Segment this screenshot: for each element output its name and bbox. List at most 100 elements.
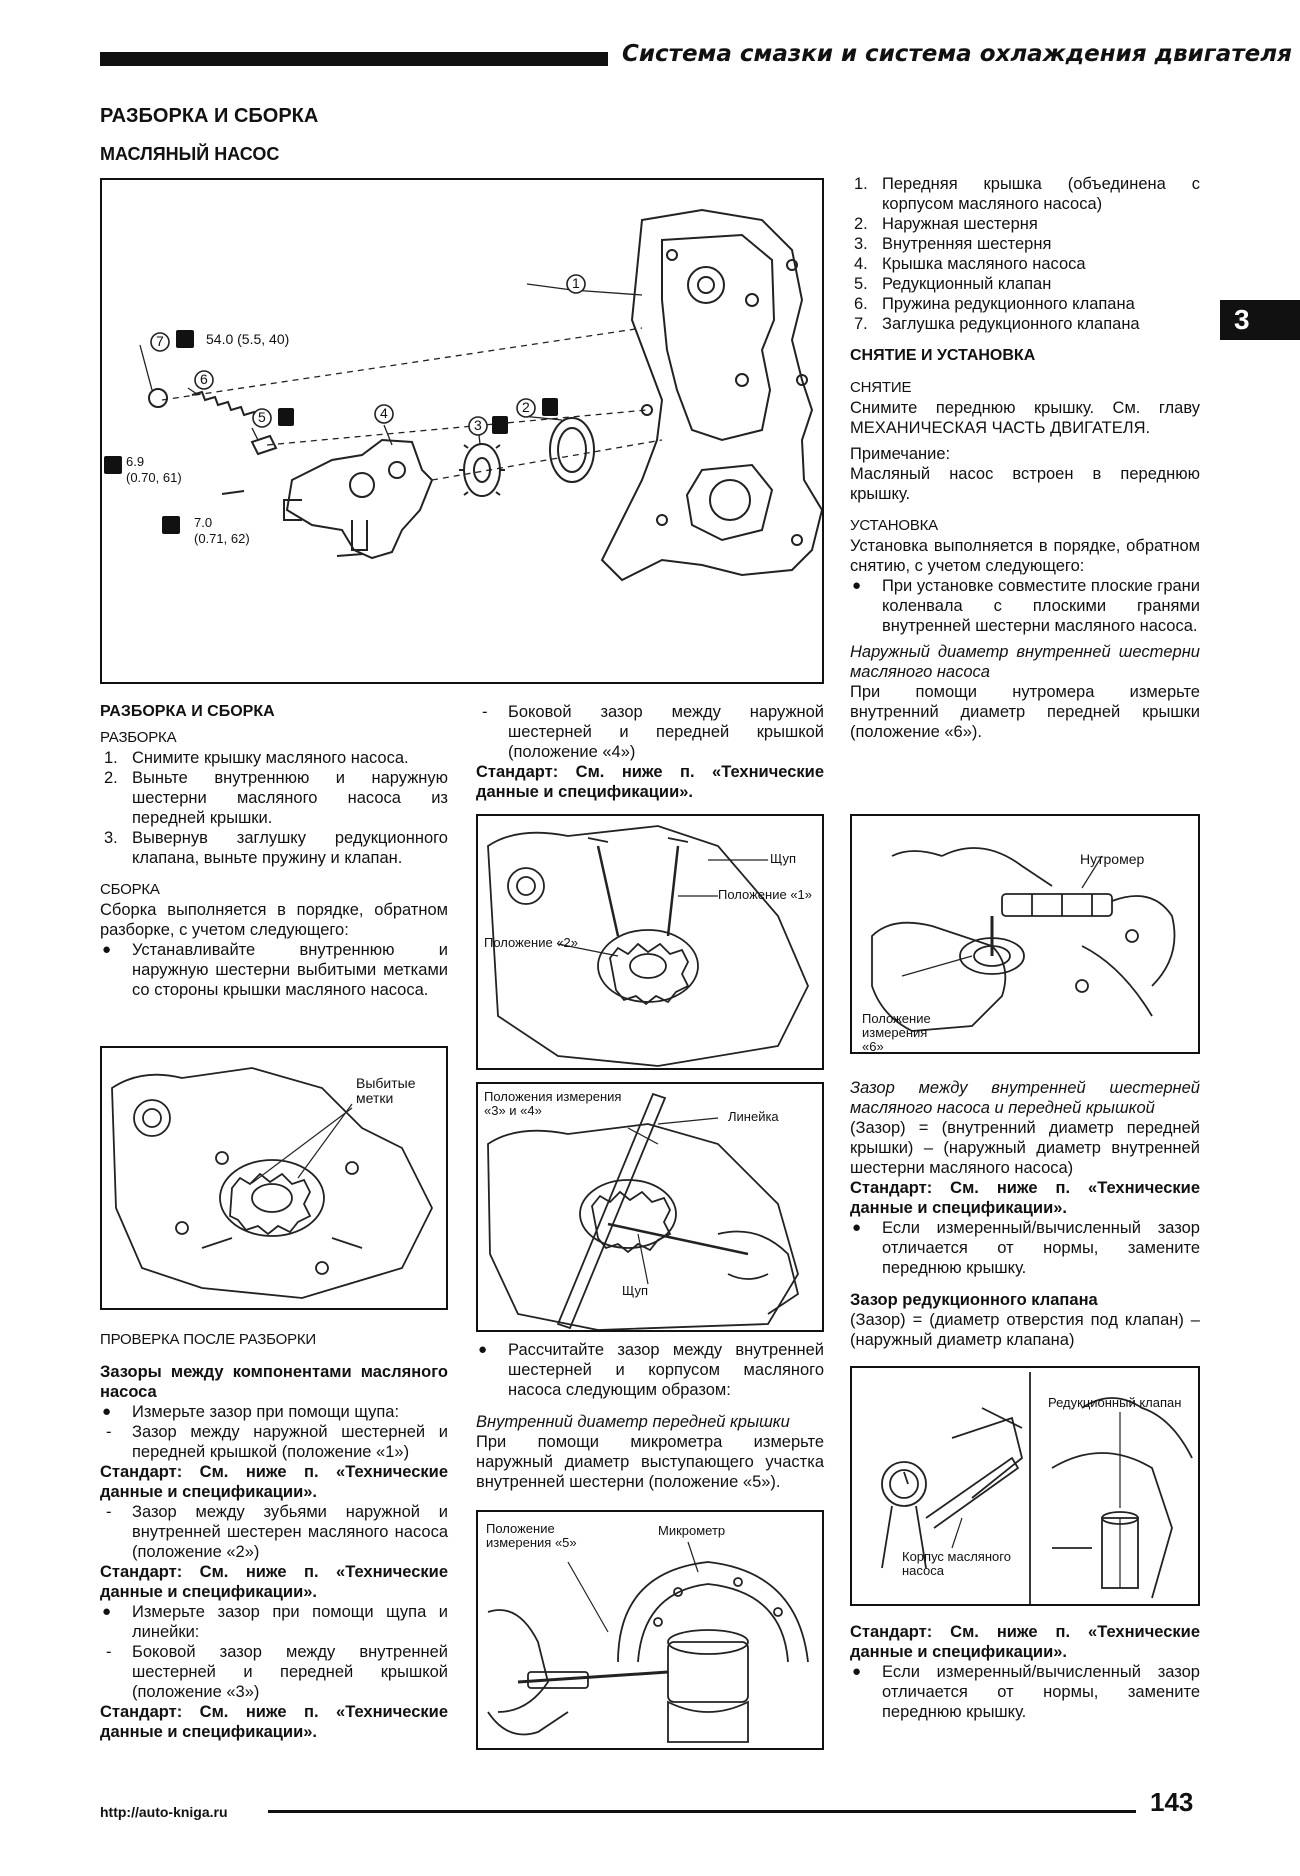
list-item: 1.Снимите крышку масляного насоса. — [104, 749, 409, 767]
bullet-calc: Рассчитайте зазор между внутренней шесте… — [476, 1340, 824, 1400]
label-relief-valve: Редукционный клапан — [1048, 1395, 1182, 1410]
torque-value-a-2: (0.70, 61) — [126, 470, 182, 485]
label-pump-body: Корпус масляного насоса — [902, 1549, 1011, 1578]
standard-ref: Стандарт: См. ниже п. «Технические данны… — [100, 1563, 448, 1601]
note-text: Масляный насос встроен в переднюю крышку… — [850, 465, 1200, 503]
relief-valve-clearance-formula: (Зазор) = (диаметр отверстия под клапан)… — [850, 1311, 1200, 1349]
install-text: Установка выполняется в порядке, обратно… — [850, 537, 1200, 575]
inner-gear-dia-text: При помощи нутромера измерьте внутренний… — [850, 683, 1200, 741]
figure-feeler-positions-1-2: Щуп Положение «1» Положение «2» — [476, 814, 824, 1070]
label-ruler: Линейка — [728, 1109, 779, 1124]
standard-ref: Стандарт: См. ниже п. «Технические данны… — [476, 763, 824, 801]
footer-url: http://auto-kniga.ru — [100, 1804, 228, 1820]
figure-punch-marks: Выбитые метки — [100, 1046, 448, 1310]
assembly-bullet: Устанавливайте внутреннюю и наружную шес… — [100, 940, 448, 1000]
list-item: 5.Редукционный клапан — [854, 275, 1052, 293]
subsection-title: МАСЛЯНЫЙ НАСОС — [100, 144, 280, 164]
exploded-view-drawing — [104, 208, 822, 582]
callout-5: 5 — [258, 409, 266, 425]
heading-assembly: СБОРКА — [100, 881, 160, 898]
torque-value-7: 54.0 (5.5, 40) — [206, 331, 290, 347]
label-position-6: Положение измерения «6» — [862, 1011, 931, 1054]
label-position-2: Положение «2» — [484, 935, 579, 950]
page-number: 143 — [1150, 1787, 1194, 1817]
ruler-drawing — [487, 1092, 800, 1330]
dash-item-4: Боковой зазор между наружной шестерней и… — [476, 702, 824, 762]
list-item: 6.Пружина редукционного клапана — [854, 295, 1135, 313]
bore-gauge-drawing — [871, 847, 1176, 1032]
dash-item-2: Зазор между зубьями наружной и внутренне… — [100, 1502, 448, 1562]
replace-bullet: Если измеренный/вычисленный зазор отлича… — [850, 1662, 1200, 1722]
callout-1: 1 — [572, 275, 580, 291]
dash-item-3: Боковой зазор между внутренней шестерней… — [100, 1642, 448, 1702]
callout-2: 2 — [522, 399, 530, 415]
label-feeler: Щуп — [622, 1283, 649, 1298]
heading-install: УСТАНОВКА — [850, 517, 938, 534]
figure-oil-pump-exploded: 1 7 6 5 4 3 2 54.0 (5.5, 40) 6.9 (0.70, … — [100, 178, 824, 684]
torque-value-a-1: 6.9 — [126, 454, 145, 469]
assembly-text: Сборка выполняется в порядке, обратном р… — [100, 901, 448, 939]
punch-marks-drawing — [111, 1067, 434, 1299]
list-item: 4.Крышка масляного насоса — [854, 255, 1086, 273]
label-position-1: Положение «1» — [718, 887, 813, 902]
callout-3: 3 — [474, 417, 482, 433]
figure-relief-valve: Редукционный клапан Корпус масляного нас… — [850, 1366, 1200, 1606]
list-item: 1.Передняя крышка (объединена с корпусом… — [854, 175, 1200, 213]
list-item: 7.Заглушка редукционного клапана — [854, 315, 1140, 333]
footer-rule — [268, 1810, 1136, 1813]
left-column-lower: ПРОВЕРКА ПОСЛЕ РАЗБОРКИ Зазоры между ком… — [100, 1330, 448, 1742]
figure-micrometer: Положение измерения «5» Микрометр — [476, 1510, 824, 1750]
right-column-bottom: Стандарт: См. ниже п. «Технические данны… — [850, 1622, 1200, 1722]
label-bore-gauge: Нутромер — [1080, 851, 1145, 867]
heading-removal-install: СНЯТИЕ И УСТАНОВКА — [850, 347, 1036, 364]
section-title: РАЗБОРКА И СБОРКА — [100, 105, 319, 127]
right-column: 1.Передняя крышка (объединена с корпусом… — [850, 174, 1200, 742]
chapter-tab: 3 — [1220, 300, 1300, 340]
standard-ref: Стандарт: См. ниже п. «Технические данны… — [100, 1463, 448, 1501]
label-position-5: Положение измерения «5» — [486, 1521, 577, 1550]
list-item: 2.Выньте внутреннюю и наружную шестерни … — [104, 769, 448, 827]
callout-4: 4 — [380, 405, 388, 421]
label-micrometer: Микрометр — [658, 1523, 726, 1538]
middle-column-lower: Рассчитайте зазор между внутренней шесте… — [476, 1340, 824, 1492]
clearance-title: Зазор между внутренней шестерней масляно… — [850, 1079, 1200, 1117]
label-punch-marks: Выбитые метки — [356, 1075, 416, 1106]
dash-item-1: Зазор между наружной шестерней и передне… — [100, 1422, 448, 1462]
front-cover-inner-dia-title: Внутренний диаметр передней крышки — [476, 1413, 790, 1431]
heading-disassembly: РАЗБОРКА — [100, 729, 177, 746]
front-cover-inner-dia-text: При помощи микрометра измерьте наружный … — [476, 1433, 824, 1491]
heading-post-disassembly-check: ПРОВЕРКА ПОСЛЕ РАЗБОРКИ — [100, 1331, 317, 1348]
clearances-title: Зазоры между компонентами масляного насо… — [100, 1363, 448, 1401]
standard-ref: Стандарт: См. ниже п. «Технические данны… — [850, 1623, 1200, 1661]
figure-ruler-positions-3-4: Положения измерения «3» и «4» Линейка Щу… — [476, 1082, 824, 1332]
right-column-lower: Зазор между внутренней шестерней масляно… — [850, 1078, 1200, 1350]
parts-list: 1.Передняя крышка (объединена с корпусом… — [850, 174, 1200, 334]
removal-text: Снимите переднюю крышку. См. главу МЕХАН… — [850, 399, 1200, 437]
micrometer-drawing — [487, 1541, 809, 1743]
install-bullet: При установке совместите плоские грани к… — [850, 576, 1200, 636]
torque-value-b-1: 7.0 — [194, 515, 213, 530]
feeler-positions-drawing — [487, 825, 809, 1067]
bullet-feeler-ruler: Измерьте зазор при помощи щупа и линейки… — [100, 1602, 448, 1642]
relief-valve-drawing — [881, 1372, 1193, 1604]
bullet-feeler: Измерьте зазор при помощи щупа: — [100, 1402, 448, 1422]
header-bar — [100, 52, 608, 66]
note-label: Примечание: — [850, 445, 951, 463]
callout-7: 7 — [156, 333, 164, 349]
relief-valve-clearance-title: Зазор редукционного клапана — [850, 1291, 1098, 1309]
list-item: 3.Внутренняя шестерня — [854, 235, 1052, 253]
torque-value-b-2: (0.71, 62) — [194, 531, 250, 546]
standard-ref: Стандарт: См. ниже п. «Технические данны… — [100, 1703, 448, 1741]
list-item: 2.Наружная шестерня — [854, 215, 1038, 233]
label-feeler: Щуп — [770, 851, 797, 866]
heading-disassembly-assembly: РАЗБОРКА И СБОРКА — [100, 703, 275, 720]
callout-6: 6 — [200, 371, 208, 387]
left-column: РАЗБОРКА И СБОРКА РАЗБОРКА 1.Снимите кры… — [100, 702, 448, 1000]
list-item: 3.Вывернув заглушку редукционного клапан… — [104, 829, 448, 867]
heading-removal: СНЯТИЕ — [850, 379, 912, 396]
label-positions-3-4: Положения измерения «3» и «4» — [484, 1089, 622, 1118]
inner-gear-dia-title: Наружный диаметр внутренней шестерни мас… — [850, 643, 1200, 681]
middle-column: Боковой зазор между наружной шестерней и… — [476, 702, 824, 802]
replace-bullet: Если измеренный/вычисленный зазор отлича… — [850, 1218, 1200, 1278]
running-header-title: Система смазки и система охлаждения двиг… — [622, 41, 1292, 67]
